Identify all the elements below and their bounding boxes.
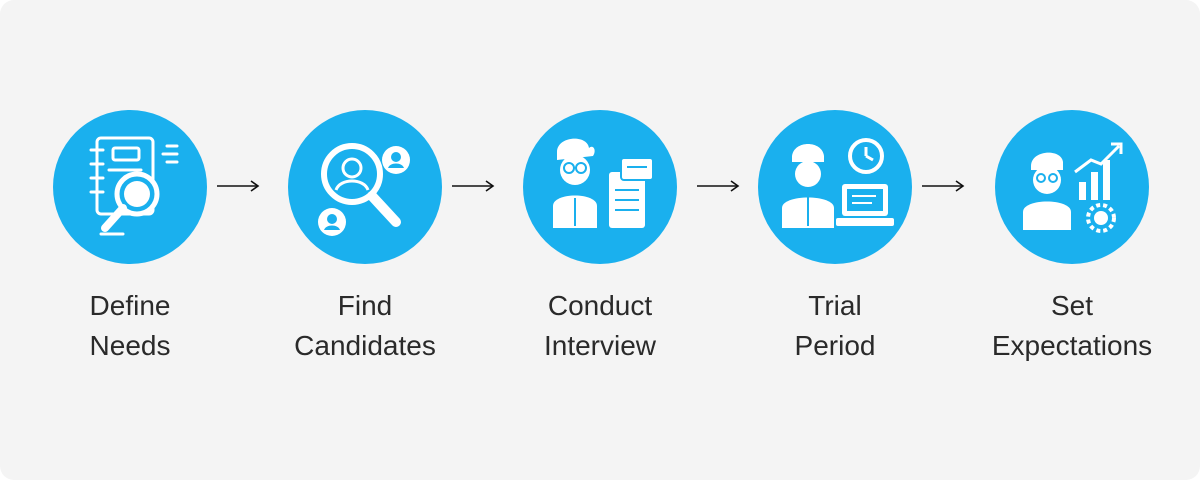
step-label: Trial Period [735, 286, 935, 366]
step-label: Find Candidates [265, 286, 465, 366]
notebook-search-icon [53, 110, 207, 264]
interview-icon [523, 110, 677, 264]
step-label-line2: Interview [543, 330, 657, 361]
arrow-right-icon [920, 176, 966, 196]
step-label-line1: Trial [808, 290, 862, 321]
step-label: Set Expectations [972, 286, 1172, 366]
arrow-right-icon [215, 176, 261, 196]
step-label-line2: Period [794, 330, 876, 361]
step-label-line1: Set [1050, 290, 1094, 321]
step-label-line1: Conduct [547, 290, 653, 321]
growth-chart-icon [995, 110, 1149, 264]
step-label-line2: Expectations [991, 330, 1153, 361]
arrow-right-icon [695, 176, 741, 196]
step-label-line1: Find [337, 290, 393, 321]
step-label: Define Needs [30, 286, 230, 366]
people-search-icon [288, 110, 442, 264]
trial-period-icon [758, 110, 912, 264]
step-label-line2: Candidates [294, 330, 436, 361]
step-label-line1: Define [89, 290, 171, 321]
step-label-line2: Needs [89, 330, 171, 361]
arrow-right-icon [450, 176, 496, 196]
step-label: Conduct Interview [500, 286, 700, 366]
